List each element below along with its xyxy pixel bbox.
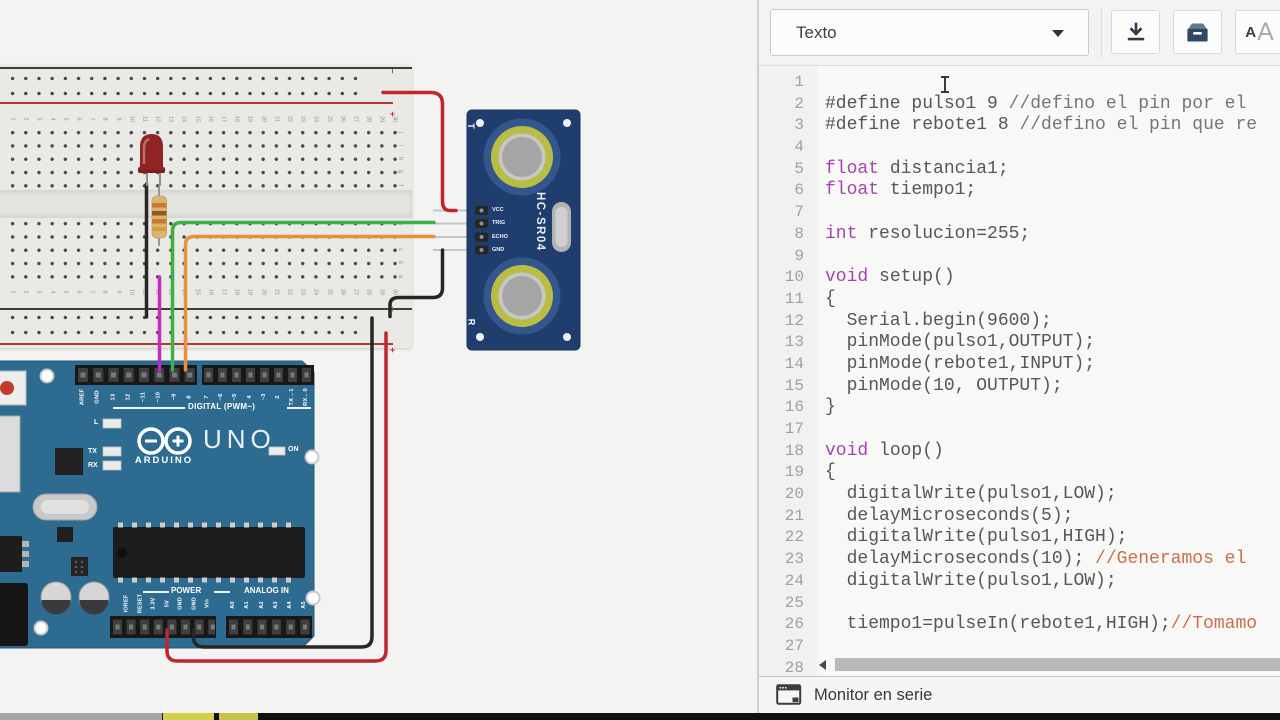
serial-monitor-label: Monitor en serie: [814, 685, 933, 704]
circuit-shapes: [0, 90, 581, 663]
serial-monitor-icon: [776, 684, 802, 705]
sensor-pin-vcc: VCC: [492, 207, 504, 213]
breadboard-minus-line-top: [0, 67, 412, 69]
wire-echo-to-pin8[interactable]: [183, 234, 436, 372]
arduino-brand: ARDUINO: [134, 455, 194, 466]
toolbar-separator: [1101, 8, 1102, 58]
code-view-dropdown[interactable]: Texto: [770, 9, 1089, 56]
breadboard-minus-line-bottom: [0, 308, 412, 310]
strip-segment: [0, 713, 162, 720]
code-library-button[interactable]: [1173, 10, 1222, 54]
breadboard-center-gap: [0, 190, 412, 218]
font-size-button[interactable]: A A: [1235, 10, 1280, 54]
horizontal-scrollbar[interactable]: [835, 658, 1280, 671]
hc-sr04-sensor[interactable]: [433, 109, 581, 351]
breadboard-holes-bottom-half[interactable]: [6, 216, 402, 283]
strip-segment: [219, 713, 258, 720]
breadboard-top-rail-holes[interactable]: [6, 70, 362, 101]
sensor-transmitter-label: T: [465, 123, 476, 129]
led-tx-label: TX: [88, 448, 97, 455]
download-code-button[interactable]: [1111, 10, 1160, 54]
led-on-label: ON: [288, 446, 299, 453]
serial-monitor-toggle[interactable]: Monitor en serie: [759, 676, 1280, 713]
led-l-label: L: [94, 419, 99, 426]
chevron-down-icon: [1052, 30, 1064, 37]
arduino-digital-label: DIGITAL (PWM~): [188, 402, 256, 411]
code-view-dropdown-value: Texto: [796, 22, 837, 42]
sensor-receiver-label: R: [466, 318, 477, 326]
arduino-power-label: POWER: [171, 586, 202, 595]
panel-divider[interactable]: [757, 0, 759, 713]
breadboard-plus-line-top: [0, 102, 393, 104]
code-lines[interactable]: #define pulso1 9 //defino el pin por el#…: [825, 93, 1258, 635]
wire-trig-to-pin9[interactable]: [170, 220, 436, 372]
editor-toolbar: Texto A A: [759, 0, 1280, 66]
wire-gnd-to-minus-rail[interactable]: [191, 316, 374, 649]
sensor-pin-echo: ECHO: [492, 233, 508, 240]
wire-rail-to-vcc[interactable]: [381, 90, 458, 213]
archive-icon: [1187, 23, 1208, 41]
breadboard-plus-line-bottom: [0, 343, 393, 345]
breadboard-holes-top-half[interactable]: [6, 125, 402, 192]
scroll-left-arrow[interactable]: [819, 660, 826, 670]
sensor-pin-trig: TRIG: [492, 220, 506, 226]
led-rx-label: RX: [88, 462, 98, 469]
arduino-uno-board[interactable]: [0, 360, 321, 649]
video-progress-strip: [0, 713, 1280, 720]
text-cursor-pointer: [940, 75, 950, 94]
sensor-pin-gnd: GND: [492, 246, 505, 253]
wire-5v-to-plus-rail[interactable]: [165, 331, 388, 663]
sensor-name-label: HC-SR04: [534, 192, 546, 252]
resistor[interactable]: [151, 186, 167, 246]
font-size-small-a: A: [1245, 23, 1257, 41]
red-led[interactable]: [138, 134, 165, 186]
arduino-analog-label: ANALOG IN: [244, 586, 289, 595]
arduino-model: UNO: [203, 424, 276, 454]
strip-segment: [163, 713, 214, 720]
wire-sensor-gnd-to-rail[interactable]: [388, 248, 445, 319]
download-icon: [1127, 22, 1144, 41]
font-size-large-a: A: [1257, 17, 1274, 46]
